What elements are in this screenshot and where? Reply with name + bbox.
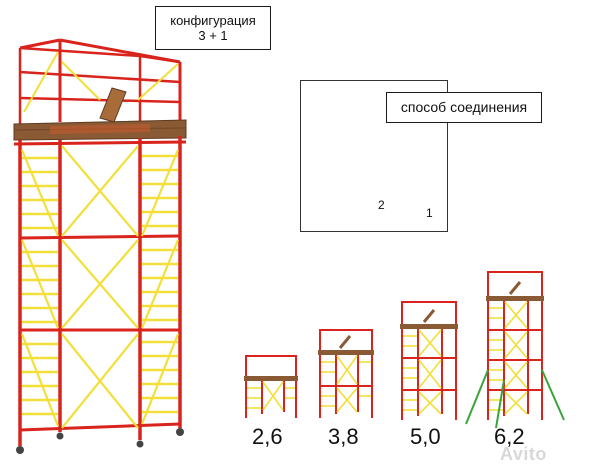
tower-2-6: [244, 355, 298, 418]
detail-number-1: 1: [426, 206, 433, 220]
detail-number-2: 2: [378, 198, 385, 212]
configuration-label-value: 3 + 1: [198, 28, 228, 43]
large-scaffold-tower: [13, 38, 187, 454]
configuration-label-box: конфигурация 3 + 1: [155, 6, 271, 50]
connection-method-label: способ соединения: [386, 92, 542, 123]
configuration-label-title: конфигурация: [170, 13, 256, 28]
height-label-5-0: 5,0: [410, 424, 441, 449]
height-label-6-2: 6,2: [494, 424, 525, 449]
tower-6-2: [465, 271, 565, 429]
height-label-2-6: 2,6: [252, 424, 283, 449]
tower-3-8: [318, 329, 374, 418]
height-label-3-8: 3,8: [328, 424, 359, 449]
tower-5-0: [400, 301, 458, 420]
watermark-logo: Avito: [500, 444, 547, 464]
